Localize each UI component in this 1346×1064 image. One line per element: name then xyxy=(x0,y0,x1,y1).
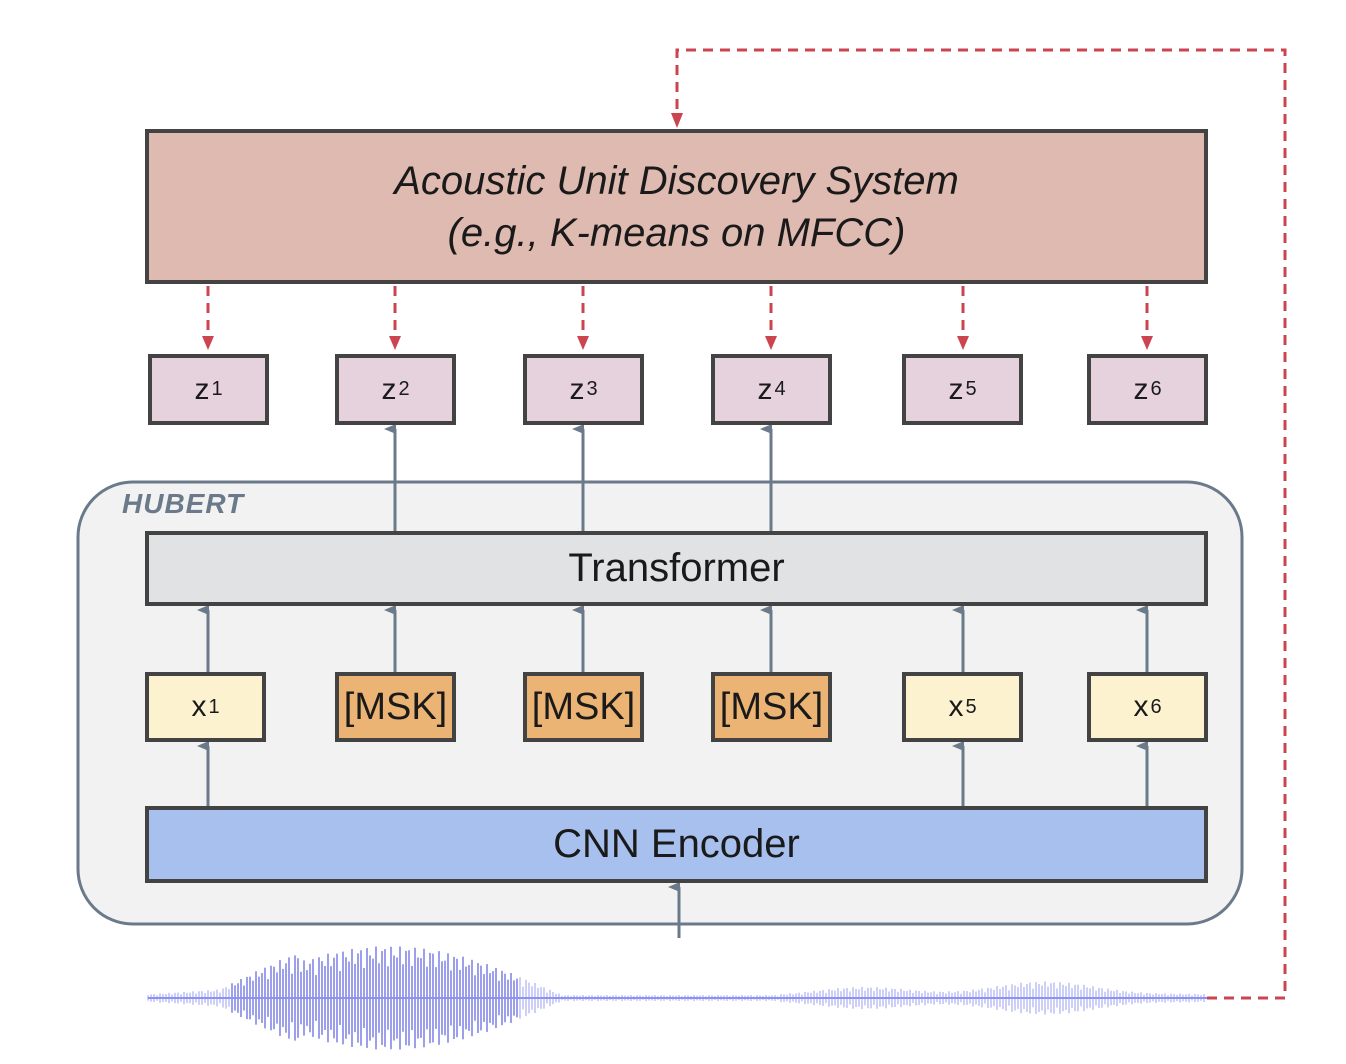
target-symbol: z xyxy=(948,372,964,406)
arrowhead xyxy=(1141,336,1153,350)
hubert-label: HUBERT xyxy=(122,488,245,519)
transformer-block: Transformer xyxy=(145,531,1208,606)
cnn-encoder-label: CNN Encoder xyxy=(553,822,800,866)
transformer-label: Transformer xyxy=(568,546,785,590)
aud-subtitle: (e.g., K-means on MFCC) xyxy=(447,210,906,255)
target-symbol: z xyxy=(194,372,210,406)
mask-label: [MSK] xyxy=(719,685,824,728)
audio-waveform xyxy=(147,946,1207,1050)
feedback-arrowhead xyxy=(671,113,683,128)
target-symbol: z xyxy=(569,372,585,406)
acoustic-unit-discovery-box: Acoustic Unit Discovery System (e.g., K-… xyxy=(145,129,1208,284)
frame-symbol: x xyxy=(191,690,207,723)
target-symbol: z xyxy=(757,372,773,406)
target-index: 2 xyxy=(398,378,410,400)
aud-title: Acoustic Unit Discovery System xyxy=(394,158,959,203)
target-index: 6 xyxy=(1150,378,1162,400)
cnn-encoder-block: CNN Encoder xyxy=(145,806,1208,883)
frame-symbol: x xyxy=(1133,690,1149,723)
mask-token-4: [MSK] xyxy=(711,672,832,742)
frame-symbol: x xyxy=(948,690,964,723)
mask-token-3: [MSK] xyxy=(523,672,644,742)
frame-index: 6 xyxy=(1150,695,1162,718)
target-index: 5 xyxy=(965,378,977,400)
mask-label: [MSK] xyxy=(343,685,448,728)
mask-token-2: [MSK] xyxy=(335,672,456,742)
target-symbol: z xyxy=(381,372,397,406)
target-index: 1 xyxy=(211,378,223,400)
arrowhead xyxy=(957,336,969,350)
frame-index: 1 xyxy=(208,695,220,718)
target-assignment-arrows xyxy=(202,286,1153,350)
target-symbol: z xyxy=(1133,372,1149,406)
frame-index: 5 xyxy=(965,695,977,718)
mask-label: [MSK] xyxy=(531,685,636,728)
arrowhead xyxy=(765,336,777,350)
arrowhead xyxy=(577,336,589,350)
arrowhead xyxy=(202,336,214,350)
data-flow-arrows xyxy=(197,424,1149,806)
feedback-loop-line xyxy=(675,48,1287,1000)
target-index: 4 xyxy=(774,378,786,400)
arrowhead xyxy=(389,336,401,350)
target-index: 3 xyxy=(586,378,598,400)
